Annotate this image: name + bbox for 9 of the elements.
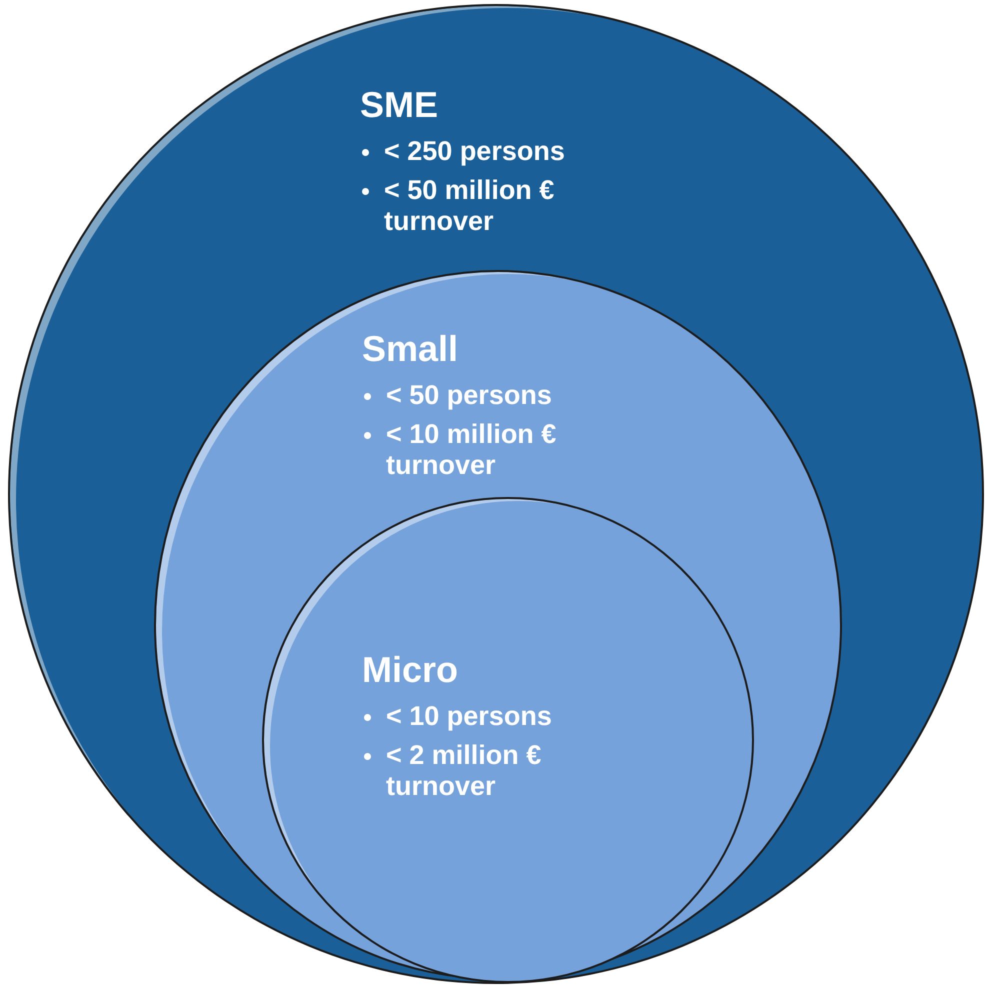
bullet-item: < 10 persons [386,701,552,731]
bullet-item: < 250 persons [384,136,565,166]
bullet-item: < 50 persons [386,380,552,410]
circle-heading: Small [362,328,460,370]
bullet-item: < 10 million € turnover [386,419,556,480]
bullet-item: < 50 million € turnover [384,175,554,236]
bullet-item: < 2 million € turnover [386,740,542,801]
circle-heading: Micro [362,649,460,691]
circle-heading: SME [360,84,440,126]
